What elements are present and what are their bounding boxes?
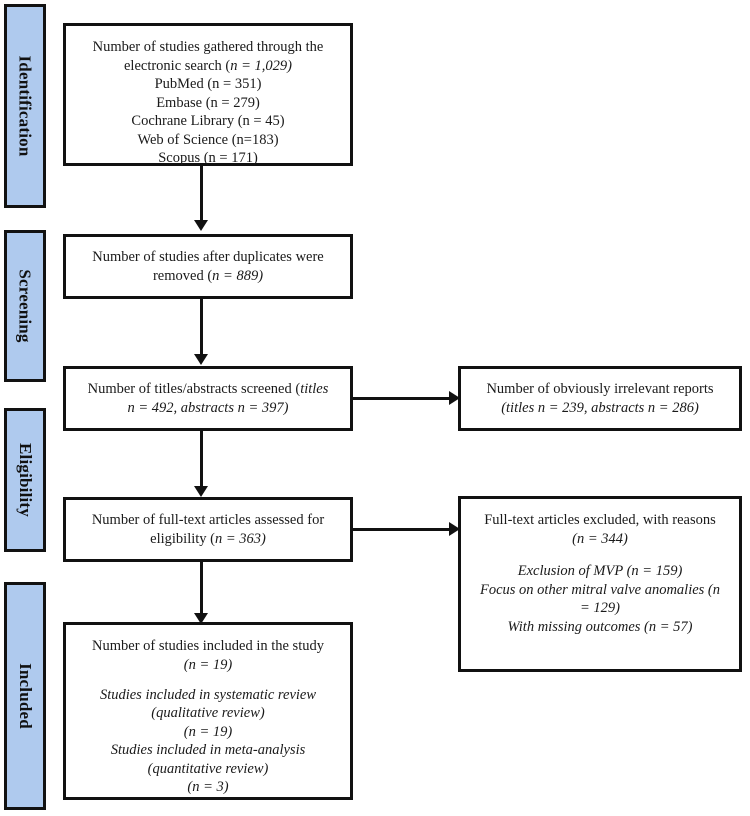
screened-counts: n = 492, abstracts n = 397)	[127, 399, 289, 416]
arrowhead-screened-to-irrelevant	[449, 391, 460, 405]
included-quantitative-count: (n = 3)	[187, 779, 229, 796]
stage-bar-screening: Screening	[4, 230, 46, 382]
arrowhead-identified-to-duplicates	[194, 220, 208, 231]
stage-label-screening: Screening	[16, 269, 36, 343]
source-pubmed-count: (n = 351)	[207, 76, 262, 93]
exclusion-reason-other-anomalies-count: = 129)	[580, 600, 620, 617]
screened-label: Number of titles/abstracts screened (	[87, 380, 301, 397]
source-scopus-name: Scopus	[158, 150, 201, 167]
after-duplicates-count: n = 889)	[212, 267, 264, 284]
source-pubmed-name: PubMed	[154, 76, 204, 93]
exclusion-reason-other-anomalies: Focus on other mitral valve anomalies (n	[479, 581, 720, 598]
source-pubmed: PubMed (n = 351)	[66, 75, 350, 94]
stage-bar-included: Included	[4, 582, 46, 810]
included-line-1: Number of studies included in the study	[92, 638, 324, 654]
stage-bar-identification: Identification	[4, 4, 46, 208]
after-duplicates-line-1: Number of studies after duplicates were	[92, 248, 324, 265]
arrowhead-screened-to-fulltext	[194, 486, 208, 497]
source-embase-count: (n = 279)	[205, 94, 260, 111]
records-identified-line-1: Number of studies gathered through the	[92, 39, 324, 55]
box-irrelevant-reports: Number of obviously irrelevant reports (…	[458, 366, 742, 431]
fulltext-excluded-count: (n = 344)	[572, 530, 628, 547]
source-web-of-science-name: Web of Science	[137, 131, 229, 148]
box-studies-included: Number of studies included in the study …	[63, 622, 353, 800]
included-quantitative-label: (quantitative review)	[147, 760, 269, 777]
exclusion-reason-missing-outcomes: With missing outcomes (n = 57)	[507, 618, 693, 635]
irrelevant-counts: (titles n = 239, abstracts n = 286)	[501, 399, 699, 416]
fulltext-assessed-eligibility-label: eligibility (	[150, 530, 215, 547]
arrowhead-fulltext-to-excluded	[449, 522, 460, 536]
arrowhead-fulltext-to-included	[194, 613, 208, 624]
connector-fulltext-to-included	[200, 562, 203, 617]
screened-line-1: Number of titles/abstracts screened (tit…	[66, 380, 350, 399]
box-fulltext-excluded: Full-text articles excluded, with reason…	[458, 496, 742, 672]
fulltext-assessed-count: n = 363)	[214, 530, 266, 547]
box-fulltext-assessed: Number of full-text articles assessed fo…	[63, 497, 353, 562]
irrelevant-line-1: Number of obviously irrelevant reports	[486, 380, 714, 397]
source-embase-name: Embase	[156, 94, 203, 111]
fulltext-excluded-line-1: Full-text articles excluded, with reason…	[484, 512, 716, 528]
included-systematic-review-label: Studies included in systematic review	[99, 686, 317, 703]
stage-label-included: Included	[16, 663, 36, 729]
source-scopus-count: (n = 171)	[203, 150, 258, 167]
included-total-count: (n = 19)	[183, 656, 233, 673]
connector-duplicates-to-screened	[200, 299, 203, 355]
connector-fulltext-to-excluded	[353, 528, 457, 531]
source-embase: Embase (n = 279)	[66, 94, 350, 113]
exclusion-reason-mvp: Exclusion of MVP (n = 159)	[517, 563, 683, 580]
source-web-of-science: Web of Science (n=183)	[66, 131, 350, 150]
source-cochrane-name: Cochrane Library	[131, 113, 235, 130]
box-after-duplicates: Number of studies after duplicates were …	[63, 234, 353, 299]
box-titles-abstracts-screened: Number of titles/abstracts screened (tit…	[63, 366, 353, 431]
included-meta-analysis-label: Studies included in meta-analysis	[110, 742, 306, 759]
arrowhead-duplicates-to-screened	[194, 354, 208, 365]
records-identified-line-2: electronic search (n = 1,029)	[66, 57, 350, 76]
connector-screened-to-irrelevant	[353, 397, 457, 400]
records-identified-search-label: electronic search (	[123, 57, 231, 74]
included-qualitative-count: (n = 19)	[183, 723, 233, 740]
after-duplicates-removed-label: removed (	[152, 267, 213, 284]
records-identified-total-count: n = 1,029)	[230, 57, 292, 74]
source-web-of-science-count: (n=183)	[231, 131, 279, 148]
fulltext-assessed-line-1: Number of full-text articles assessed fo…	[91, 511, 325, 528]
fulltext-assessed-line-2: eligibility (n = 363)	[66, 530, 350, 549]
connector-identified-to-duplicates	[200, 166, 203, 222]
stage-label-identification: Identification	[16, 55, 35, 157]
source-scopus: Scopus (n = 171)	[66, 149, 350, 168]
source-cochrane-count: (n = 45)	[237, 113, 285, 130]
after-duplicates-line-2: removed (n = 889)	[66, 267, 350, 286]
stage-bar-eligibility: Eligibility	[4, 408, 46, 552]
included-qualitative-label: (qualitative review)	[151, 705, 265, 722]
connector-screened-to-fulltext	[200, 431, 203, 487]
box-records-identified: Number of studies gathered through the e…	[63, 23, 353, 166]
stage-label-eligibility: Eligibility	[16, 443, 35, 517]
screened-titles-word: titles	[300, 380, 329, 397]
source-cochrane: Cochrane Library (n = 45)	[66, 112, 350, 131]
